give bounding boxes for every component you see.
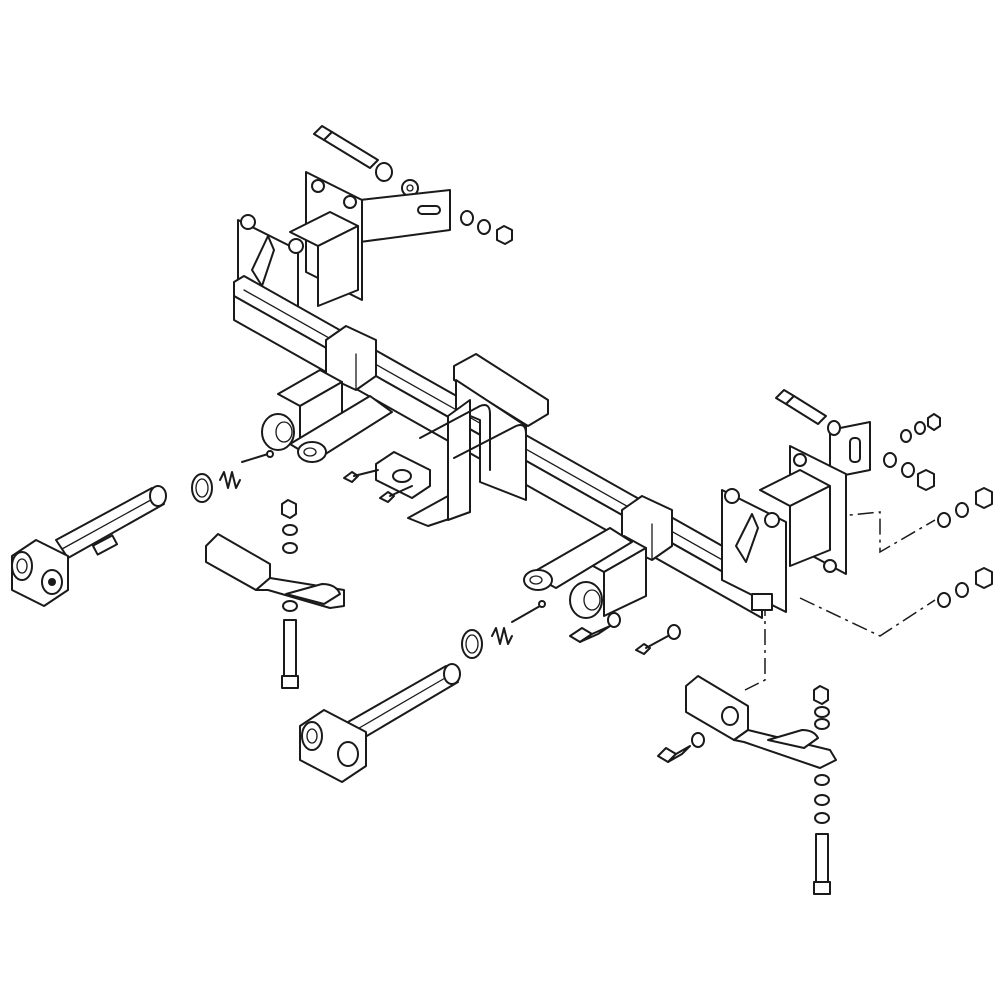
washer [282,524,298,536]
brace-plate-left [205,533,345,609]
washer [937,592,951,608]
bolt [815,833,829,885]
spacer [375,162,393,182]
hitch-pin [511,600,546,623]
spring [219,471,241,489]
bolt [775,389,827,425]
bolt [283,619,297,679]
tow-arm-left [11,485,167,607]
receiver-tube-right [523,527,647,619]
bolt [657,745,691,763]
tow-arm-center [299,663,461,783]
upper-bolt-stack [313,125,513,245]
washer [814,706,830,718]
nut [927,413,941,431]
bolt [379,485,413,503]
washer [814,774,830,786]
washer [883,452,897,468]
washer [901,462,915,478]
washer [900,429,912,443]
washer [282,600,298,612]
center-bracket [453,353,549,427]
washer [607,612,621,628]
washer [814,718,830,730]
nut [281,499,297,519]
retaining-ring [191,473,213,503]
washer [937,512,951,528]
spring [491,627,513,645]
washer [955,502,969,518]
washer [814,812,830,824]
bolt [635,635,669,655]
u-bolt [419,404,527,491]
washer [282,542,298,554]
washer [667,624,681,640]
mount-bracket-left [237,171,451,331]
washer [914,421,926,435]
bolt [569,625,611,643]
washer [460,210,474,226]
nut [496,225,513,245]
brace-plate-right [685,675,837,769]
bolt [343,469,379,483]
safety-cable-bracket [407,399,471,527]
nut [975,487,993,509]
bolt [313,125,379,169]
mount-bracket-right [721,421,871,613]
washer [477,219,491,235]
vertical-bolt-stack-left [281,499,299,689]
plate-left [375,451,431,499]
washer [827,420,841,436]
retaining-ring [461,629,483,659]
right-upper-hardware [775,389,993,608]
nut [975,567,993,589]
washer [814,794,830,806]
hitch-pin [241,450,274,463]
vertical-bolt-stack-right [813,685,831,895]
nut [917,469,935,491]
washer [691,732,705,748]
nut [813,685,829,705]
receiver-tube-left [261,369,393,463]
washer [955,582,969,598]
